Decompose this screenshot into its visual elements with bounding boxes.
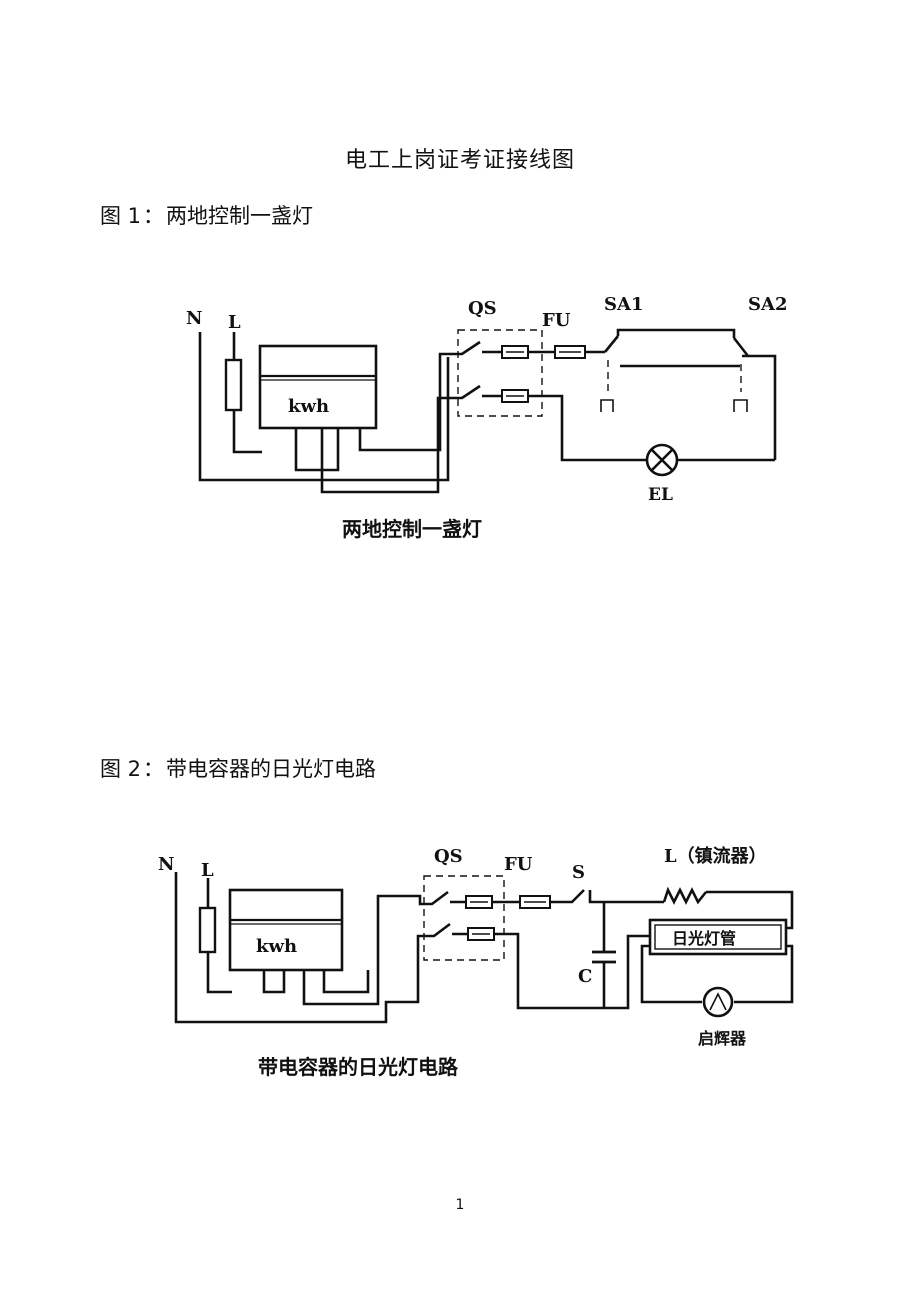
qs-switch-bottom — [428, 922, 468, 938]
figure-2-heading: 图 2：带电容器的日光灯电路 — [100, 753, 376, 783]
figure-1-separator: ： — [143, 204, 165, 228]
fluorescent-tube-inner — [654, 924, 782, 950]
line-wire — [206, 878, 232, 994]
neutral-return-wire — [494, 932, 650, 1010]
energy-meter — [258, 344, 378, 430]
qs-switch-top — [426, 890, 466, 906]
label-n: N — [158, 854, 174, 875]
label-meter: kwh — [288, 396, 329, 417]
qs-switch-top — [455, 340, 502, 356]
label-s: S — [572, 862, 585, 883]
sa2-switch — [732, 337, 777, 460]
label-meter: kwh — [256, 936, 297, 957]
qs-isolator-box — [457, 329, 543, 417]
figure-1-heading: 图 1：两地控制一盏灯 — [100, 200, 313, 230]
s-switch — [550, 889, 604, 904]
qs-isolator-box — [423, 875, 505, 961]
figure-2-caption: 带电容器的日光灯电路 — [258, 1055, 459, 1079]
lamp-return-wire — [528, 394, 775, 462]
label-fu: FU — [542, 310, 571, 331]
starter-loop — [640, 944, 794, 1004]
label-sa2: SA2 — [748, 294, 788, 315]
label-el: EL — [648, 485, 673, 505]
figure-2-svg: N L kwh QS FU S L（镇流器） C 日光灯管 启辉器 带电容器的日… — [158, 845, 794, 1079]
figure-2-heading-text: 带电容器的日光灯电路 — [166, 757, 377, 781]
label-tube: 日光灯管 — [672, 929, 736, 948]
figure-2-wiring-diagram: N L kwh QS FU S L（镇流器） C 日光灯管 启辉器 带电容器的日… — [128, 806, 838, 1116]
figure-2-number: 图 2 — [100, 757, 142, 781]
line-wire — [232, 332, 262, 454]
qs-switch-bottom — [455, 384, 502, 400]
label-capacitor: C — [578, 966, 592, 987]
sa2-actuator — [733, 399, 748, 412]
sa1-switch — [603, 328, 740, 368]
ballast-wire — [604, 890, 794, 930]
figure-2-separator: ： — [143, 757, 165, 781]
starter-icon — [702, 986, 734, 1018]
ballast-coil — [662, 886, 708, 905]
meter-terminals — [262, 894, 426, 1006]
figure-1-caption: 两地控制一盏灯 — [342, 517, 482, 541]
label-n: N — [186, 308, 202, 329]
label-sa1: SA1 — [604, 294, 644, 315]
label-l: L — [228, 312, 241, 333]
page-title: 电工上岗证考证接线图 — [344, 148, 575, 173]
figure-1-svg: N L kwh QS FU SA1 SA2 EL 两地控制一盏灯 — [186, 294, 788, 541]
meter-terminals — [294, 352, 455, 494]
page-number: 1 — [455, 1197, 465, 1213]
label-qs: QS — [468, 298, 497, 319]
energy-meter — [228, 888, 344, 972]
label-fu: FU — [504, 854, 533, 875]
label-starter: 启辉器 — [698, 1029, 747, 1048]
el-lamp-cross — [651, 449, 673, 471]
neutral-wire — [198, 332, 450, 482]
input-fuse — [224, 358, 243, 412]
figure-1-wiring-diagram: N L kwh QS FU SA1 SA2 EL 两地控制一盏灯 — [150, 252, 820, 552]
label-ballast: L（镇流器） — [664, 845, 767, 867]
neutral-wire — [174, 872, 428, 1024]
label-l: L — [201, 860, 214, 881]
label-qs: QS — [434, 846, 463, 867]
starter-contact — [709, 992, 727, 1011]
figure-1-number: 图 1 — [100, 204, 142, 228]
figure-1-heading-text: 两地控制一盏灯 — [166, 204, 314, 228]
sa1-actuator — [600, 399, 614, 412]
input-fuse — [198, 906, 217, 954]
